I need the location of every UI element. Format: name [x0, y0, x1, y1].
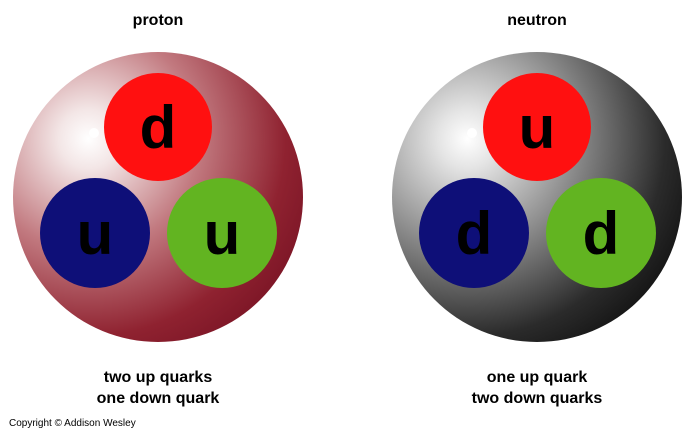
proton-caption: two up quarks one down quark — [38, 367, 278, 409]
proton-diagram: d u u — [13, 52, 303, 342]
neutron-title: neutron — [507, 12, 567, 29]
neutron-quark-top: u — [483, 73, 591, 181]
neutron-diagram: u d d — [392, 52, 682, 342]
proton-title: proton — [132, 12, 184, 29]
proton-quark-left: u — [40, 178, 150, 288]
neutron-highlight — [467, 128, 477, 138]
proton-quark-top-label: d — [140, 94, 177, 161]
neutron-quark-top-label: u — [519, 94, 556, 161]
neutron-quark-right-circle — [546, 178, 656, 288]
copyright-notice: Copyright © Addison Wesley — [9, 418, 136, 429]
neutron-quark-left-label: d — [456, 200, 493, 267]
neutron-quark-right: d — [546, 178, 656, 288]
neutron-quark-top-circle — [483, 73, 591, 181]
proton-quark-left-label: u — [77, 200, 114, 267]
proton-quark-left-circle — [40, 178, 150, 288]
proton-quark-right-circle — [167, 178, 277, 288]
neutron-caption: one up quark two down quarks — [417, 367, 657, 409]
neutron-quark-left-circle — [419, 178, 529, 288]
proton-caption-line2: one down quark — [96, 390, 220, 407]
proton-quark-right: u — [167, 178, 277, 288]
neutron-quark-left: d — [419, 178, 529, 288]
proton-highlight — [89, 128, 99, 138]
proton-caption-line1: two up quarks — [103, 369, 213, 386]
neutron-quark-right-label: d — [583, 200, 620, 267]
proton-quark-top: d — [104, 73, 212, 181]
neutron-caption-line2: two down quarks — [471, 390, 603, 407]
proton-quark-right-label: u — [204, 200, 241, 267]
neutron-caption-line1: one up quark — [486, 369, 588, 386]
proton-quark-top-circle — [104, 73, 212, 181]
